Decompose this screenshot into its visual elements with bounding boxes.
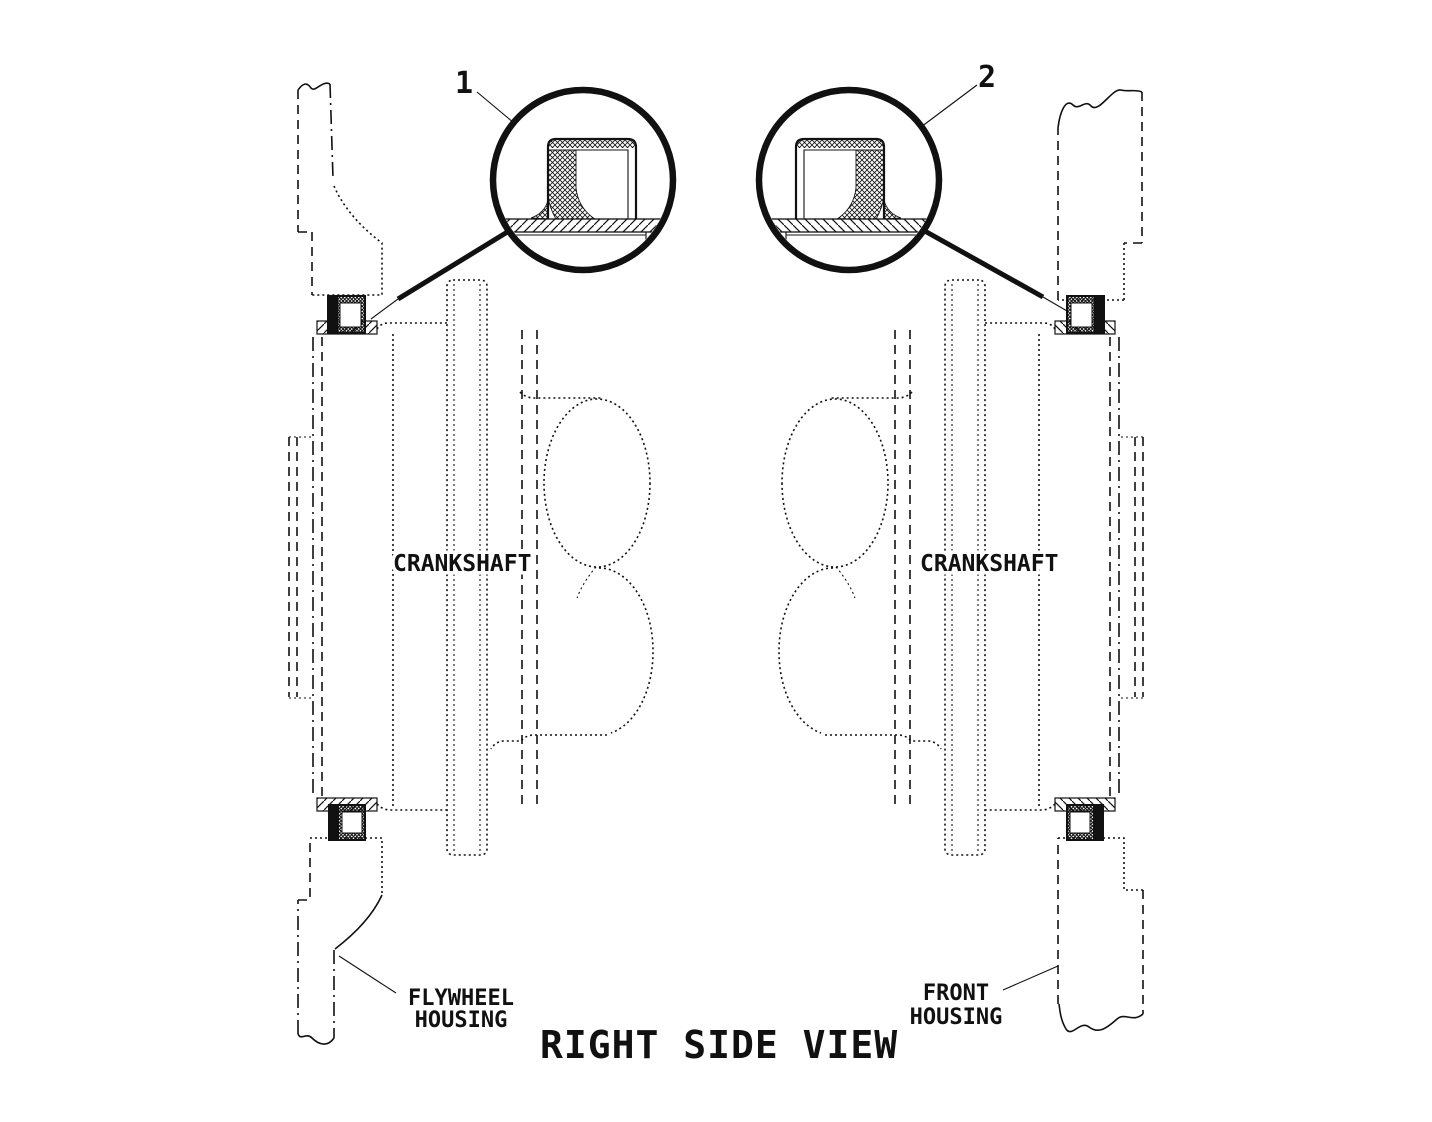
detail-seal-case-outer bbox=[546, 137, 638, 219]
front-housing-label-line2: HOUSING bbox=[910, 1005, 1003, 1030]
shaft-step bbox=[289, 436, 314, 699]
crank-journal-arc bbox=[598, 567, 654, 734]
housing-bore-edge bbox=[310, 837, 383, 895]
callout-2-leader bbox=[920, 84, 978, 128]
flywheel-housing-leader-line bbox=[338, 955, 397, 994]
housing-bore-edge bbox=[1058, 837, 1143, 891]
front-housing-leader-line bbox=[1002, 965, 1059, 991]
seal-lip-side bbox=[329, 805, 339, 840]
flywheel-housing-label-line2: HOUSING bbox=[415, 1008, 508, 1033]
detail-shaft-surface bbox=[499, 218, 670, 233]
seal-detail-circle-1 bbox=[489, 86, 677, 274]
seal-cavity bbox=[341, 811, 363, 834]
web-top-edge bbox=[519, 391, 601, 399]
front-housing-label-line1: FRONT bbox=[923, 981, 989, 1006]
crankshaft-right-label: CRANKSHAFT bbox=[920, 551, 1058, 577]
front-housing-lower bbox=[1002, 837, 1144, 1033]
seal-cross-section-top bbox=[327, 295, 366, 334]
detail-2-leader-thin bbox=[1042, 296, 1068, 312]
callout-1-leader bbox=[476, 91, 515, 124]
break-line bbox=[1057, 89, 1143, 129]
shaft-shoulder-top bbox=[376, 322, 447, 330]
flywheel-housing-lower bbox=[297, 837, 397, 1045]
housing-bore-edge bbox=[312, 185, 383, 296]
seal-cavity bbox=[339, 302, 362, 328]
break-line bbox=[297, 82, 331, 91]
web-bottom-edge bbox=[490, 734, 607, 750]
seal-detail-circle-2 bbox=[759, 90, 939, 270]
detail-seal-case-inner bbox=[574, 149, 629, 219]
housing-bore-edge bbox=[1058, 243, 1125, 301]
housing-hidden-edge bbox=[297, 90, 313, 295]
detail-seal-lip-flare bbox=[530, 199, 549, 220]
shaft-shoulder-bottom bbox=[376, 803, 447, 811]
housing-contour bbox=[334, 894, 383, 950]
front-housing-upper bbox=[1057, 89, 1143, 301]
crankshaft-left-label: CRANKSHAFT bbox=[393, 551, 531, 577]
callout-1-label: 1 bbox=[455, 66, 473, 101]
flywheel-housing-label-line1: FLYWHEEL bbox=[408, 986, 514, 1011]
detail-1-leader-thin bbox=[370, 298, 399, 320]
flywheel-housing-upper bbox=[297, 82, 383, 296]
crankshaft-left-drawing bbox=[288, 279, 654, 856]
housing-hidden-edge bbox=[1124, 92, 1143, 244]
detail-1-leader-thick bbox=[396, 228, 511, 302]
break-line bbox=[1058, 1003, 1144, 1033]
detail-seal-lip bbox=[547, 149, 597, 220]
crank-journal-arc bbox=[576, 566, 597, 599]
detail-2-leader-thick bbox=[921, 227, 1045, 300]
housing-hidden-edge bbox=[298, 838, 311, 901]
seal-cross-section-bottom bbox=[328, 804, 366, 841]
detail-circle-ring bbox=[489, 86, 677, 274]
detail-seal-elastomer-top bbox=[549, 140, 635, 148]
page-title: RIGHT SIDE VIEW bbox=[540, 1023, 898, 1067]
housing-centerline-edge bbox=[329, 83, 334, 179]
break-line bbox=[297, 1033, 335, 1045]
callout-2-label: 2 bbox=[978, 60, 996, 95]
crank-journal-ellipse bbox=[543, 398, 651, 568]
seal-lip-side bbox=[328, 296, 338, 333]
